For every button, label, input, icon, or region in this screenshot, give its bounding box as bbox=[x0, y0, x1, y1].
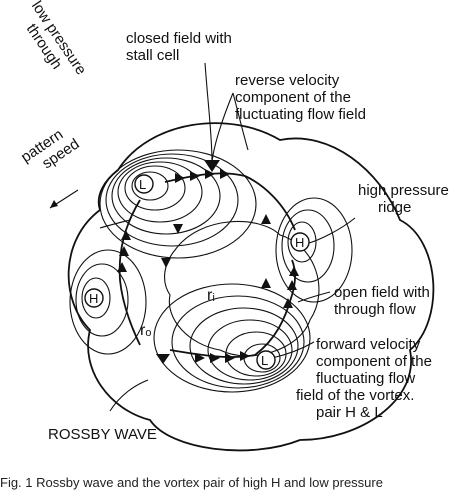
high-vortex-right-contours bbox=[275, 197, 353, 303]
leader-lines bbox=[99, 62, 356, 412]
flow-path-left bbox=[118, 199, 141, 346]
figure-caption: Fig. 1 Rossby wave and the vortex pair o… bbox=[0, 475, 383, 490]
closed-field-label: closed field with stall cell bbox=[126, 30, 232, 64]
inner-radius-outline bbox=[164, 220, 320, 357]
low-vortex-upper-contours bbox=[99, 149, 257, 259]
low-vortex-lower-contours bbox=[153, 283, 311, 393]
forward-velocity-label: forward velocity component of the fluctu… bbox=[296, 336, 432, 421]
high-center-letter-left: H bbox=[89, 291, 99, 306]
flow-path-upper bbox=[164, 172, 296, 231]
reverse-velocity-label: reverse velocity component of the fluctu… bbox=[235, 72, 366, 123]
low-center-upper bbox=[134, 174, 154, 194]
flow-path-right bbox=[291, 259, 296, 296]
flow-arrows bbox=[117, 160, 299, 364]
high-center-right bbox=[290, 232, 310, 252]
high-center-letter-right: H bbox=[295, 235, 305, 250]
low-center-letter-upper: L bbox=[139, 177, 147, 192]
low-center-letter-lower: L bbox=[261, 353, 269, 368]
rossby-wave-label: ROSSBY WAVE bbox=[48, 426, 157, 443]
open-field-label: open field with through flow bbox=[334, 284, 430, 318]
inner-radius-label: rᵢ bbox=[207, 287, 215, 304]
high-vortex-left-contours bbox=[69, 249, 147, 355]
low-center-lower bbox=[256, 350, 276, 370]
high-center-left bbox=[84, 288, 104, 308]
outer-radius-label: rₒ bbox=[140, 322, 152, 339]
high-pressure-label: high pressure ridge bbox=[358, 182, 449, 216]
